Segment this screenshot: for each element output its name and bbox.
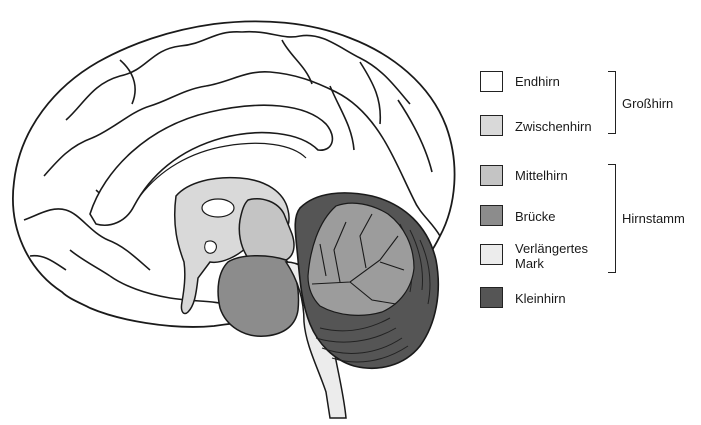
legend-swatch-kleinhirn [480,287,503,308]
legend-label-verlaengertes-mark-line2: Mark [515,256,544,271]
bruecke-region [218,256,298,336]
legend-label-kleinhirn: Kleinhirn [515,291,566,306]
group-label-hirnstamm: Hirnstamm [622,211,685,226]
legend-swatch-mittelhirn [480,165,503,186]
legend-label-endhirn: Endhirn [515,74,560,89]
brain-sagittal-illustration [0,0,460,425]
bracket-grosshirn [608,71,616,134]
legend-label-mittelhirn: Mittelhirn [515,168,568,183]
legend-label-verlaengertes-mark-line1: Verlängertes [515,241,588,256]
group-label-grosshirn: Großhirn [622,96,673,111]
legend-swatch-verlaengertes-mark [480,244,503,265]
thalamus-adhesion [202,199,234,217]
bracket-hirnstamm [608,164,616,273]
legend-swatch-zwischenhirn [480,115,503,136]
legend-swatch-endhirn [480,71,503,92]
legend-swatch-bruecke [480,205,503,226]
legend-label-zwischenhirn: Zwischenhirn [515,119,592,134]
legend-label-bruecke: Brücke [515,209,555,224]
